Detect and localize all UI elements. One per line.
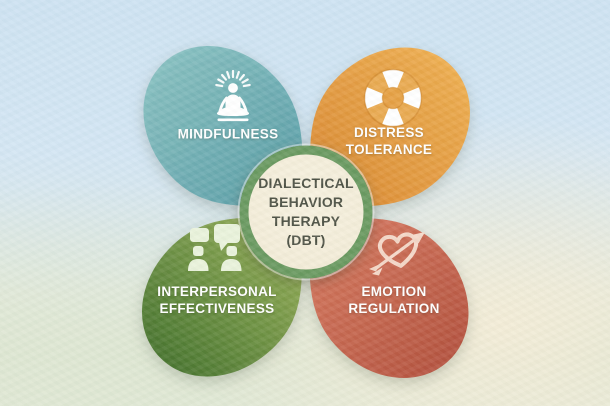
heart-arrow-icon	[369, 232, 425, 276]
conversation-icon	[188, 224, 242, 271]
center-circle	[237, 143, 375, 281]
interpersonal-effectiveness-label: INTERPERSONAL EFFECTIVENESS	[157, 284, 277, 316]
lifebuoy-icon	[363, 68, 423, 128]
emotion-regulation-label: EMOTION REGULATION	[348, 284, 440, 316]
distress-tolerance-label: DISTRESS TOLERANCE	[345, 125, 433, 157]
dbt-center-title: DIALECTICAL BEHAVIOR THERAPY (DBT)	[246, 174, 366, 250]
dbt-title-line-4: (DBT)	[286, 232, 326, 248]
center-circle-outer-rim	[237, 143, 375, 281]
center-circle-ring	[239, 145, 373, 279]
dbt-title-line-2: BEHAVIOR	[268, 194, 344, 210]
dbt-title-line-3: THERAPY	[271, 213, 341, 229]
mindfulness-label: MINDFULNESS	[177, 126, 279, 142]
dbt-title-line-1: DIALECTICAL	[258, 175, 354, 191]
meditation-icon	[215, 69, 251, 122]
